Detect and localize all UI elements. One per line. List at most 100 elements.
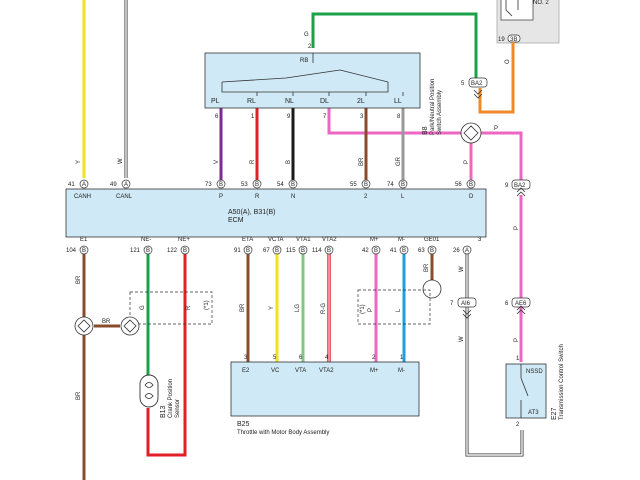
ba2-top-label: BA2 xyxy=(471,81,483,87)
pin-conn: B xyxy=(275,248,279,254)
park-pos-4: 2L xyxy=(357,98,365,105)
pin-conn: B xyxy=(183,248,187,254)
ecm-term-canh: 41 A CANH xyxy=(68,179,91,200)
pin-conn: B xyxy=(219,182,223,188)
wire-label-vta2: R-G xyxy=(321,303,327,314)
ecm-right-pin: 3 xyxy=(478,237,482,243)
pin-num: 26 xyxy=(453,248,460,254)
wire-label-mplus: P xyxy=(368,308,374,312)
ecm-term-ne-minus: NE- 121 B xyxy=(130,237,153,255)
relay-conn: 3B xyxy=(510,37,517,43)
crank-id: B13 xyxy=(160,405,167,418)
ecm-term-vta2: VTA2 114 B xyxy=(312,237,337,255)
ba2-top-pin: 5 xyxy=(461,81,465,87)
throttle-pin-1: 5 xyxy=(273,355,277,361)
ecm-term-2: 55 B 2 xyxy=(350,179,371,200)
park-pin-2: 9 xyxy=(287,114,291,120)
pink-junction-connector xyxy=(460,122,482,144)
pin-num: 49 xyxy=(110,182,117,188)
pin-conn: B xyxy=(364,182,368,188)
shield-ref: (*1) xyxy=(204,300,210,310)
pin-num: 41 xyxy=(390,248,397,254)
wire-label-vcta: Y xyxy=(269,306,275,310)
throttle-pin-0: 3 xyxy=(244,355,248,361)
ba2-right-label: BA2 xyxy=(514,183,526,189)
term-name: 2 xyxy=(364,194,368,200)
pin-conn: A xyxy=(465,248,469,254)
throttle-term-0: E2 xyxy=(242,368,250,374)
wire-label-eta: BR xyxy=(240,303,246,312)
relay-pin: 19 xyxy=(498,37,505,43)
park-switch-id: B8 xyxy=(422,126,429,135)
wire-label-w-low: W xyxy=(459,336,465,342)
pin-conn: B xyxy=(402,248,406,254)
pin-num: 53 xyxy=(241,182,248,188)
motor-shield: (*1) xyxy=(357,289,431,325)
wire-label-e1-low: BR xyxy=(76,391,82,400)
term-name: VCTA xyxy=(268,237,284,243)
pin-num: 104 xyxy=(66,248,77,254)
pin-num: 55 xyxy=(350,182,357,188)
tcs-pin-bot: 2 xyxy=(516,422,520,428)
throttle-title: Throttle with Motor Body Assembly xyxy=(237,430,329,436)
park-switch-title-2: Switch Assembly xyxy=(437,90,443,135)
pin-num: 41 xyxy=(68,182,75,188)
pin-conn: B xyxy=(255,182,259,188)
ai6-label: AI6 xyxy=(461,301,471,307)
wire-label-e1: BR xyxy=(76,275,82,284)
term-name: P xyxy=(219,194,223,200)
ecm-term-ge01: GE01 63 B xyxy=(418,237,440,255)
ae6-label: AE6 xyxy=(515,301,527,307)
park-pin-4: 3 xyxy=(360,114,364,120)
wire-label-r: R xyxy=(250,159,256,164)
term-name: E1 xyxy=(80,237,88,243)
ecm-term-r: 53 B R xyxy=(241,179,262,200)
throttle-term-3: VTA2 xyxy=(319,368,334,374)
wire-red-ne-plus xyxy=(146,250,187,457)
wire-label-p-low: P xyxy=(514,338,520,342)
pin-conn: B xyxy=(246,248,250,254)
park-switch-rb: RB xyxy=(300,58,308,64)
crank-position-sensor: B13 Crank Position Sensor xyxy=(139,374,181,418)
wire-pink-p-top xyxy=(327,108,523,180)
pin-num: 67 xyxy=(263,248,270,254)
pin-conn: B xyxy=(146,248,150,254)
crank-title-2: Sensor xyxy=(175,399,181,418)
wire-label-br: BR xyxy=(359,157,365,166)
throttle-id: B25 xyxy=(237,421,250,428)
shield-junction-right xyxy=(120,316,140,336)
park-switch-title-1: Park/Neutral Position xyxy=(430,79,436,135)
pin-conn: B xyxy=(301,248,305,254)
pin-num: 91 xyxy=(234,248,241,254)
pin-conn: B xyxy=(374,248,378,254)
park-pin-0: 6 xyxy=(215,114,219,120)
ecm-term-n: 54 B N xyxy=(277,179,298,200)
term-name: CANL xyxy=(116,194,133,200)
ai6-connector: AI6 7 xyxy=(450,297,477,319)
term-name: M- xyxy=(398,237,405,243)
throttle-term-4: M+ xyxy=(370,368,379,374)
relay-box: NO. 2 19 3B xyxy=(496,0,560,44)
ai6-pin: 7 xyxy=(450,301,454,307)
ecm-term-d: 56 B D xyxy=(455,179,476,200)
term-name: NE- xyxy=(141,237,151,243)
orange-wire-label: O xyxy=(505,59,511,64)
park-switch-top-wire: G xyxy=(304,32,309,38)
wire-label-y: Y xyxy=(76,160,82,164)
throttle-pin-3: 4 xyxy=(325,355,329,361)
ecm-term-vta1: VTA1 115 B xyxy=(286,237,311,255)
ecm-term-26: 26 A xyxy=(453,245,472,255)
pin-num: 63 xyxy=(418,248,425,254)
park-pin-1: 1 xyxy=(251,114,255,120)
ba2-connector-top: BA2 5 O xyxy=(461,59,511,99)
term-name: VTA2 xyxy=(322,237,337,243)
term-name: CANH xyxy=(74,194,91,200)
park-pos-2: NL xyxy=(285,98,294,105)
ba2-right-pin: 9 xyxy=(505,183,509,189)
pin-num: 115 xyxy=(286,248,296,254)
ecm-term-p: 73 B P xyxy=(205,179,226,200)
motor-shield-ref: (*1) xyxy=(360,304,366,314)
park-pos-3: DL xyxy=(320,98,329,105)
term-name: N xyxy=(291,194,295,200)
shield-junction-left xyxy=(74,316,94,336)
